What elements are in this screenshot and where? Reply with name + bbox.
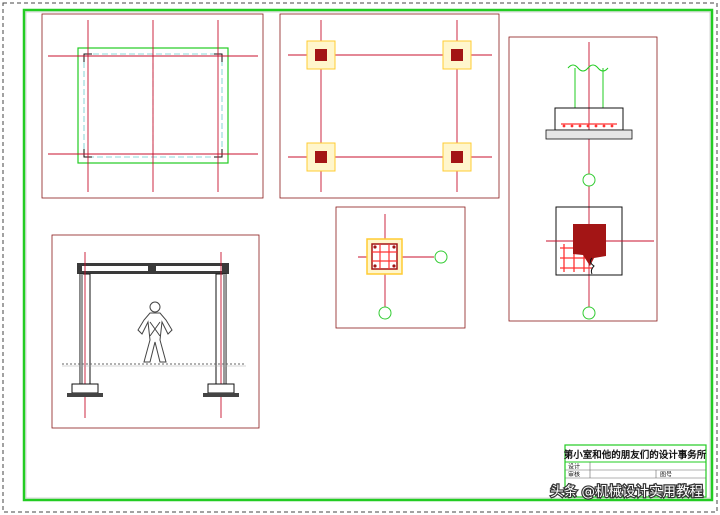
footing-base-right: [203, 393, 239, 397]
lean-concrete-pad: [545, 129, 633, 140]
corner-mark: [214, 53, 223, 62]
column-stub: [574, 68, 604, 108]
drawing-frame: [22, 8, 714, 502]
title-block-label: 审核: [568, 471, 580, 479]
panel-column-section: [335, 206, 466, 329]
column-footing: [306, 40, 336, 70]
column-section-fill: [573, 224, 606, 266]
panel-column-plan: [279, 13, 500, 199]
person-icon: [137, 301, 173, 363]
drawing-frame-inner: [25, 11, 711, 499]
column-footing: [306, 142, 336, 172]
footing-left: [71, 383, 99, 394]
stirrup: [371, 243, 398, 270]
footing-base-left: [67, 393, 103, 397]
title-block-label: 设计: [568, 463, 580, 471]
panel-border: [51, 234, 260, 429]
corner-mark: [83, 149, 92, 158]
beam-detail: [148, 266, 156, 274]
watermark-text: 头条 @机械设计实用教程: [550, 483, 703, 500]
column-footing: [442, 40, 472, 70]
break-line: [567, 64, 609, 72]
corner-mark: [214, 149, 223, 158]
title-block-title: 第小室和他的朋友们的设计事务所: [564, 449, 707, 461]
panel-frame-elevation: [51, 234, 260, 429]
column-shade: [80, 274, 83, 384]
rebar-dots: [373, 245, 396, 268]
break-line: [589, 257, 595, 275]
column-shade: [223, 274, 226, 384]
panel-border: [335, 206, 466, 329]
panel-footing-detail: [508, 36, 658, 322]
rebar-grid: [372, 244, 397, 269]
axis-bubble: [582, 173, 596, 187]
panel-foundation-plan: [41, 13, 264, 199]
title-block-frame: [564, 444, 707, 498]
corner-mark: [83, 53, 92, 62]
footing-right: [207, 383, 235, 394]
axis-bubble: [434, 250, 448, 264]
title-block-label: 图号: [660, 472, 672, 479]
panel-border: [508, 36, 658, 322]
axis-bubble: [582, 306, 596, 320]
axis-bubble: [378, 306, 392, 320]
title-block: 第小室和他的朋友们的设计事务所 设计 审核 图号: [564, 444, 707, 498]
panel-border: [279, 13, 500, 199]
rebar-dots: [562, 124, 614, 128]
panel-border: [41, 13, 264, 199]
column-footing: [442, 142, 472, 172]
